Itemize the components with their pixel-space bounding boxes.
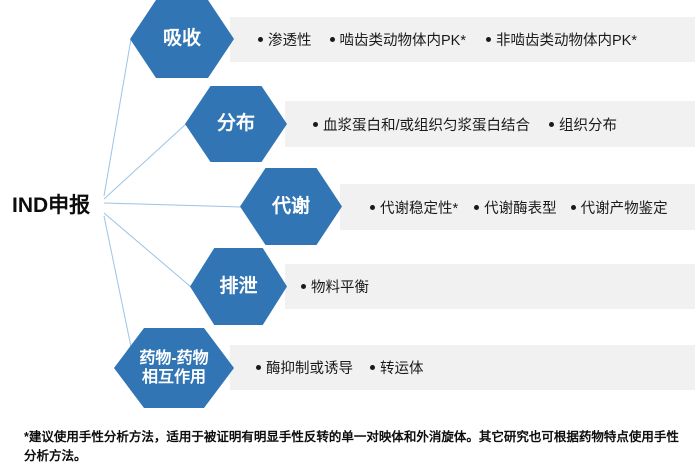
detail-bar-absorption: 渗透性 啮齿类动物体内PK* 非啮齿类动物体内PK* — [230, 17, 695, 62]
bullet-icon — [570, 204, 576, 210]
bullet-icon — [370, 204, 375, 210]
detail-item-label: 渗透性 — [268, 33, 312, 49]
detail-item: 转运体 — [370, 357, 424, 378]
detail-item-label: 非啮齿类动物体内PK* — [496, 33, 637, 49]
detail-item: 啮齿类动物体内PK* — [329, 29, 467, 50]
stage-hexagon-label: 排泄 — [219, 275, 258, 297]
detail-item-label: 物料平衡 — [311, 280, 369, 296]
detail-item: 代谢稳定性* — [370, 197, 458, 218]
detail-item: 组织分布 — [549, 114, 617, 135]
stage-hexagon-ddi[interactable]: 药物-药物 相互作用 — [114, 328, 234, 408]
detail-item-label: 血浆蛋白和/或组织匀浆蛋白结合 — [323, 117, 531, 134]
bullet-icon — [370, 365, 375, 370]
bullet-icon — [549, 121, 555, 127]
detail-item-label: 酶抑制或诱导 — [266, 361, 353, 377]
bullet-icon — [256, 365, 261, 370]
detail-item-label: 啮齿类动物体内PK* — [339, 33, 467, 49]
detail-item: 血浆蛋白和/或组织匀浆蛋白结合 — [313, 114, 530, 135]
bullet-icon — [486, 37, 491, 42]
detail-item-label: 代谢稳定性* — [380, 200, 459, 217]
stage-hexagon-absorption[interactable]: 吸收 — [130, 0, 234, 78]
connector-line-metabolism — [103, 202, 242, 208]
footnote-text: *建议使用手性分析方法，适用于被证明有明显手性反转的单一对映体和外消旋体。其它研… — [24, 430, 679, 464]
detail-item: 物料平衡 — [301, 276, 369, 297]
stage-hexagon-distribution[interactable]: 分布 — [185, 86, 287, 162]
stage-hexagon-metabolism[interactable]: 代谢 — [240, 168, 342, 245]
detail-item-label: 代谢产物鉴定 — [580, 200, 668, 217]
detail-bar-distribution: 血浆蛋白和/或组织匀浆蛋白结合 组织分布 — [285, 101, 695, 147]
detail-items-metabolism: 代谢稳定性* 代谢酶表型 代谢产物鉴定 — [340, 197, 668, 218]
detail-item: 代谢酶表型 — [474, 197, 557, 218]
detail-item-label: 组织分布 — [559, 117, 618, 134]
stage-hexagon-label: 药物-药物 相互作用 — [137, 349, 210, 387]
stage-hexagon-label: 分布 — [216, 113, 255, 135]
detail-items-distribution: 血浆蛋白和/或组织匀浆蛋白结合 组织分布 — [285, 114, 617, 135]
detail-item-label: 代谢酶表型 — [484, 200, 557, 217]
connector-line-absorption — [103, 38, 132, 197]
stage-hexagon-label-line2: 相互作用 — [141, 369, 206, 386]
root-label: IND申报 — [12, 194, 91, 217]
bullet-icon — [301, 284, 306, 289]
bullet-icon — [329, 37, 335, 42]
bullet-icon — [258, 37, 263, 42]
stage-hexagon-excretion[interactable]: 排泄 — [190, 248, 287, 325]
detail-items-ddi: 酶抑制或诱导 转运体 — [230, 357, 424, 378]
detail-item: 渗透性 — [258, 29, 312, 50]
detail-bar-excretion: 物料平衡 — [285, 264, 695, 309]
detail-items-excretion: 物料平衡 — [285, 276, 369, 297]
connector-line-excretion — [103, 212, 192, 288]
connector-line-distribution — [103, 123, 187, 200]
detail-items-absorption: 渗透性 啮齿类动物体内PK* 非啮齿类动物体内PK* — [230, 29, 637, 50]
bullet-icon — [313, 121, 318, 127]
stage-hexagon-label-line1: 药物-药物 — [139, 349, 209, 367]
bullet-icon — [474, 204, 480, 210]
detail-item: 非啮齿类动物体内PK* — [486, 29, 637, 50]
detail-item: 酶抑制或诱导 — [256, 357, 353, 378]
stage-hexagon-label: 代谢 — [271, 195, 310, 217]
stage-hexagon-label: 吸收 — [162, 28, 201, 50]
detail-item-label: 转运体 — [380, 361, 424, 377]
detail-bar-ddi: 酶抑制或诱导 转运体 — [230, 345, 695, 390]
detail-bar-metabolism: 代谢稳定性* 代谢酶表型 代谢产物鉴定 — [340, 184, 695, 230]
detail-item: 代谢产物鉴定 — [570, 197, 668, 218]
